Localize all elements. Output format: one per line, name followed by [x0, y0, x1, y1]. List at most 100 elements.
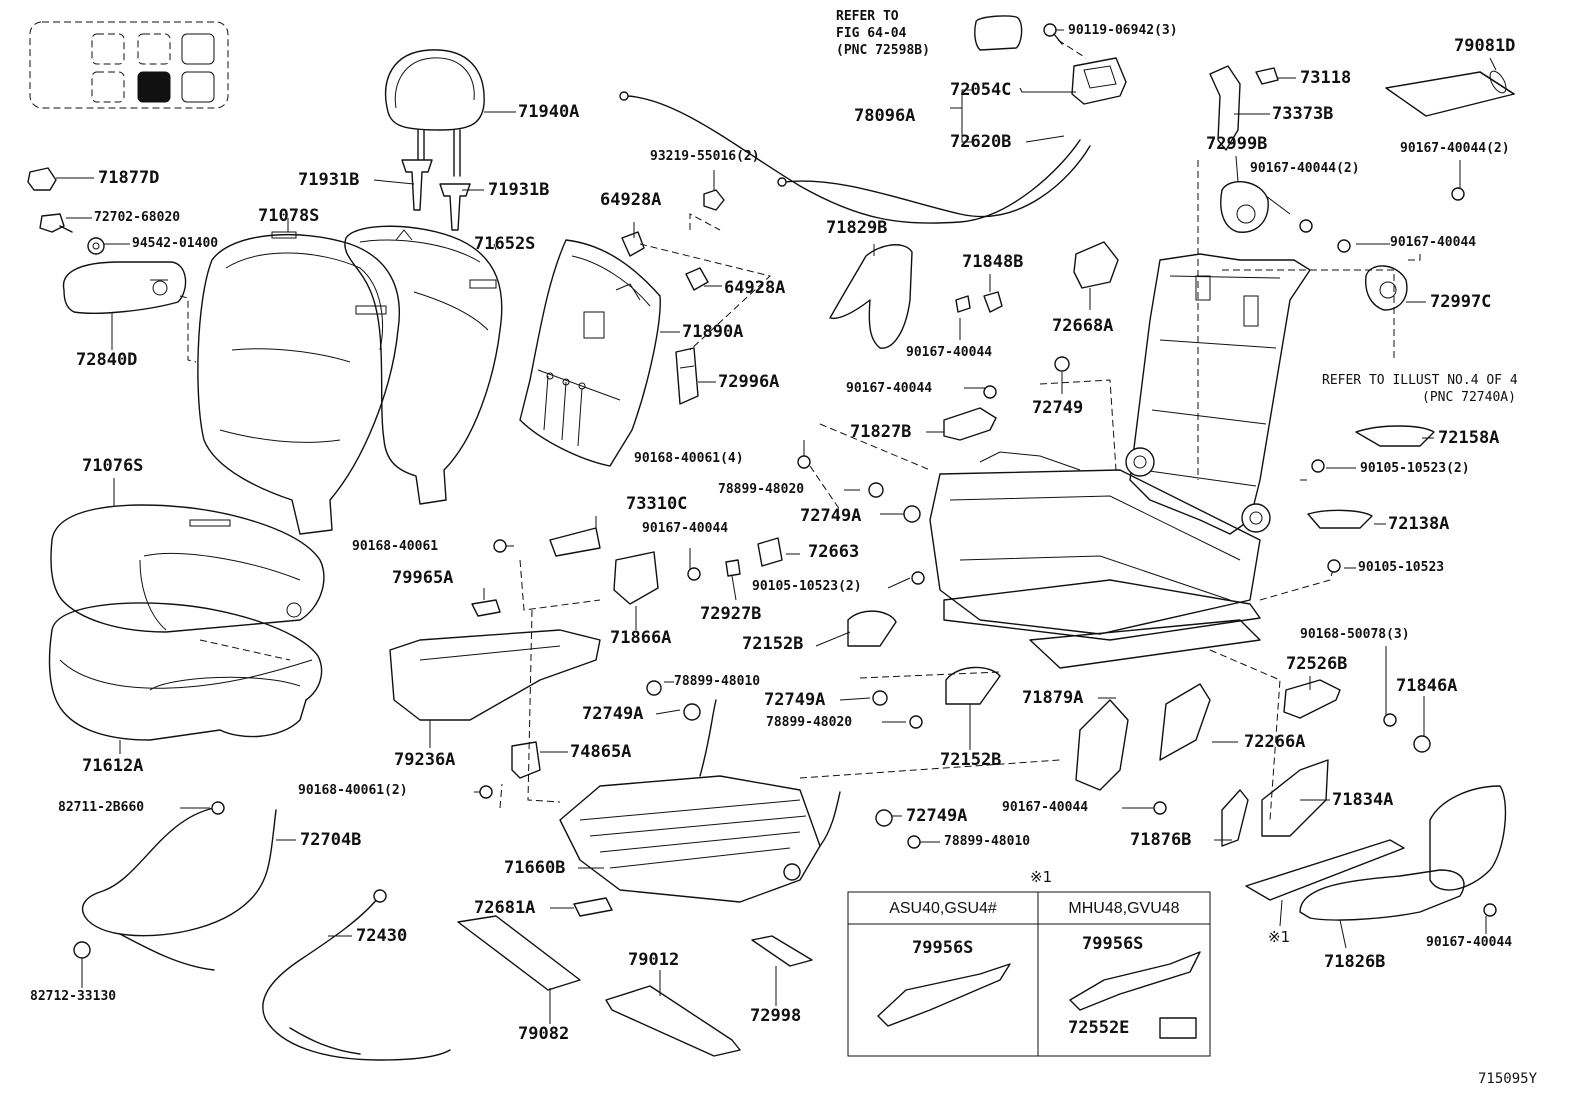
part-label: 73373B [1272, 104, 1334, 124]
drawing-number: 715095Y [1478, 1071, 1538, 1087]
part-label: 72702-68020 [94, 210, 181, 225]
leader-lines [56, 29, 1497, 1024]
variant-marker: ※1 [1030, 868, 1053, 886]
part-label: 72430 [356, 926, 408, 946]
part-label: 78899-48020 [718, 482, 805, 497]
wire-harness [73, 801, 277, 971]
referenced-cover [974, 15, 1023, 51]
armrest [62, 261, 187, 314]
part-label: 72681A [474, 898, 536, 918]
side-shield [1245, 785, 1507, 921]
assembly-guides [179, 160, 1421, 821]
part-label: 72749 [1032, 398, 1084, 418]
variant-part-72552E: 72552E [1068, 1018, 1130, 1038]
part-label: 78899-48020 [766, 715, 853, 730]
part-label: 90119-06942(3) [1068, 23, 1178, 38]
sensor-cable [262, 889, 451, 1061]
part-label: 71829B [826, 218, 888, 238]
headrest [384, 49, 485, 177]
seat-track-frame [929, 451, 1261, 669]
part-label: 79236A [394, 750, 456, 770]
recliner-covers [1220, 181, 1408, 311]
part-label: 79082 [518, 1024, 570, 1044]
part-label: 79081D [1454, 36, 1516, 56]
part-label: 72749A [906, 806, 968, 826]
callout-marker: ※1 [1268, 928, 1291, 946]
cushion-panels [457, 897, 813, 1057]
part-label: 78899-48010 [674, 674, 761, 689]
part-label: 79012 [628, 950, 680, 970]
part-label: 90167-40044 [1002, 800, 1089, 815]
part-label: 72138A [1388, 514, 1450, 534]
part-label: 72996A [718, 372, 780, 392]
part-label: 78899-48010 [944, 834, 1031, 849]
rail-covers [847, 610, 1001, 705]
part-label: 90105-10523 [1358, 560, 1445, 575]
frame-bracket [943, 407, 997, 441]
part-label: 72749A [764, 690, 826, 710]
part-label: 74865A [570, 742, 632, 762]
lower-trims [1075, 679, 1431, 847]
part-label: 71931B [298, 170, 360, 190]
side-cover [829, 244, 1003, 349]
part-label: 71078S [258, 206, 320, 226]
part-label: 72158A [1438, 428, 1500, 448]
small-brackets [511, 527, 783, 779]
part-label: 90168-50078(3) [1300, 627, 1410, 642]
part-label: 90168-40061 [352, 539, 439, 554]
part-label: 71848B [962, 252, 1024, 272]
part-label: 72999B [1206, 134, 1268, 154]
part-label: 71846A [1396, 676, 1458, 696]
cushion-frame [559, 699, 841, 903]
part-label: 90167-40044 [906, 345, 993, 360]
recliner-lever [1073, 241, 1119, 289]
part-label: 79965A [392, 568, 454, 588]
reference-note-illust: REFER TO ILLUST NO.4 OF 4 (PNC 72740A) [1322, 372, 1518, 406]
part-label: 64928A [724, 278, 786, 298]
part-label: 71827B [850, 422, 912, 442]
part-label: 90168-40061(4) [634, 451, 744, 466]
headrest-guides [401, 159, 471, 231]
part-label: 90105-10523(2) [752, 579, 862, 594]
part-label: 72054C [950, 80, 1012, 100]
part-label: 71940A [518, 102, 580, 122]
part-label: 71660B [504, 858, 566, 878]
variant-part-79956S-b: 79956S [1082, 934, 1144, 954]
reference-illust-line-1: REFER TO ILLUST NO.4 OF 4 [1322, 373, 1518, 388]
part-label: 72997C [1430, 292, 1492, 312]
hook-bracket [1209, 65, 1279, 151]
center-bracket [389, 599, 601, 721]
part-label: 94542-01400 [132, 236, 219, 251]
part-label: 72998 [750, 1006, 802, 1026]
part-label: 72749A [582, 704, 644, 724]
part-label: 71612A [82, 756, 144, 776]
part-label: 72526B [1286, 654, 1348, 674]
reference-note-line-1: REFER TO [836, 9, 899, 24]
part-label: 90168-40061(2) [298, 783, 408, 798]
part-label: 72152B [940, 750, 1002, 770]
part-label: 90167-40044 [1426, 935, 1513, 950]
part-label: 71076S [82, 456, 144, 476]
part-label: 72749A [800, 506, 862, 526]
part-label: 71931B [488, 180, 550, 200]
part-label: 90167-40044 [846, 381, 933, 396]
seat-cushion-cover [50, 504, 325, 633]
seatback-cover [197, 231, 400, 535]
part-label: 71876B [1130, 830, 1192, 850]
part-label: 72840D [76, 350, 138, 370]
part-label: 73310C [626, 494, 688, 514]
part-label: 72620B [950, 132, 1012, 152]
part-label: 82711-2B660 [58, 800, 145, 815]
part-label: 64928A [600, 190, 662, 210]
board-clips [621, 189, 725, 405]
bushing [1054, 356, 1070, 372]
part-label: 71834A [1332, 790, 1394, 810]
part-label: 73118 [1300, 68, 1352, 88]
seat-locator-thumbnail [29, 21, 229, 109]
variant-box [847, 891, 1211, 1057]
part-label: 72704B [300, 830, 362, 850]
part-label: 78096A [854, 106, 916, 126]
release-handle [1043, 23, 1127, 105]
part-label: 72668A [1052, 316, 1114, 336]
reference-note-line-3: (PNC 72598B) [836, 43, 930, 58]
